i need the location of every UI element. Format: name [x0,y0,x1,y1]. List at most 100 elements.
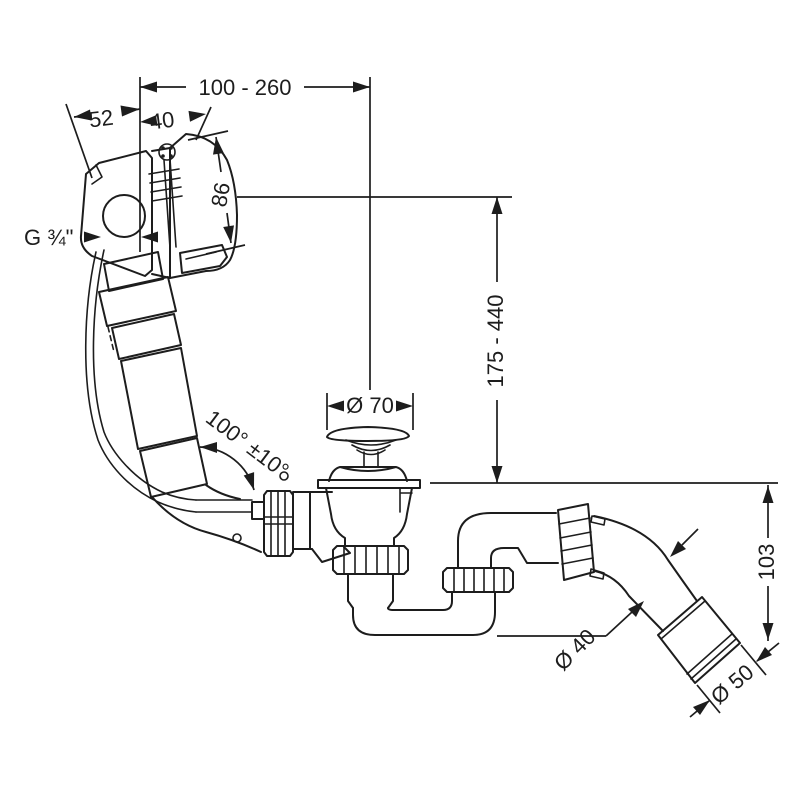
bend-outer-line [151,496,262,553]
inlet-connector [232,490,294,557]
arrowhead [188,110,206,122]
arrowhead [693,700,710,715]
tee-lower-edge [311,546,351,563]
connector-nut [263,490,294,557]
plug-cap [326,426,410,442]
arrowhead [200,442,217,453]
arrowhead [223,225,234,243]
swivel-nut [557,503,595,581]
drain-body [325,487,413,547]
arrowhead [353,81,370,93]
trap-nut [442,567,514,593]
connector-collar [251,501,265,520]
arrowhead [243,472,255,490]
arrowhead [84,231,101,243]
outlet-bend-upper [593,515,698,602]
thread-annotation: G ¾" [24,225,158,250]
telescope-overlap-mark [107,326,115,353]
extension-line [187,130,229,141]
screw-detail [169,146,173,150]
outlet-sleeve-face-lines [660,600,737,680]
hose-outer-line [84,251,197,513]
riser-inner [490,547,559,569]
housing-notch [91,164,103,185]
dimension-dia40: Ø 40 [497,601,644,675]
dimension-dia50: Ø 50 [689,642,780,718]
tailpipe [347,573,394,609]
dimension-100-260: 100 - 260 [139,75,371,390]
dimension-86: 86 [187,130,246,255]
dimension-dia70: Ø 70 [326,393,414,430]
dim-label-dia70: Ø 70 [346,393,394,418]
arrowhead [491,197,503,214]
trap-outer [352,591,496,636]
connector-nut-ribs [263,490,294,557]
tube-segment [111,313,182,360]
dim-label-dia40: Ø 40 [549,624,600,675]
dim-label-86: 86 [206,180,235,208]
dimension-175-440: 175 - 440 [483,197,508,483]
extension-line [195,106,212,141]
screw-detail [161,146,165,150]
screw-detail [161,154,165,158]
reference-lines [237,196,778,484]
spring-coils [148,168,183,202]
drain-body-step [399,487,413,513]
tee-inlet-block [292,491,333,550]
extension-line [65,103,93,179]
flange-plate [317,479,421,489]
arrowhead [120,105,140,117]
arrowhead [141,231,158,243]
arrowhead [762,486,774,503]
thread-label: G ¾" [24,225,73,250]
dim-label-height-range: 175 - 440 [483,295,508,388]
supply-hose [84,249,262,553]
tube-segment [139,437,208,498]
pivot-detail [279,471,289,481]
tube-segment [120,347,198,450]
dim-label-103: 103 [754,544,779,581]
arrowhead [140,115,158,126]
waste-body [279,426,421,575]
arrowhead [327,400,344,412]
dim-label-40: 40 [148,107,175,135]
telescopic-tube [98,251,208,498]
leader-line [605,611,633,637]
outlet-sleeve [657,596,741,684]
arrowhead [756,647,772,662]
bracket-detail [185,251,217,260]
dimension-40: 40 [140,106,212,141]
riser-outer [457,512,557,569]
overflow-unit [79,133,238,279]
pointer-tail [681,528,699,546]
swivel-nut-ribs [558,517,594,565]
outlet-pipework [457,503,741,684]
hose-end-pipe [195,499,253,513]
adjustment-screw [158,143,176,161]
dim-label-52: 52 [87,105,114,133]
bend-inner-line [205,484,241,500]
arrowhead [74,109,92,121]
outlet-bend-lower [594,570,664,632]
arrowhead [396,400,413,412]
trap [347,567,514,636]
housing-outline [79,150,153,277]
arrowhead [491,466,503,483]
rosette-cover [169,133,238,279]
clip-detail [232,533,242,543]
tube-segment [98,276,177,327]
extension-line [740,644,767,676]
drain-nut [332,545,409,575]
supply-connection-boss [102,194,146,238]
arrowhead [140,81,157,93]
arrowhead [762,623,774,640]
drain-nut-ribs [343,545,400,575]
screw-rod [163,158,177,249]
strainer-flange [328,466,408,482]
trap-nut-ribs [453,567,505,593]
mounting-bracket [179,244,228,274]
dimension-103: 103 [754,485,779,641]
plug-underside-rings [345,439,397,456]
